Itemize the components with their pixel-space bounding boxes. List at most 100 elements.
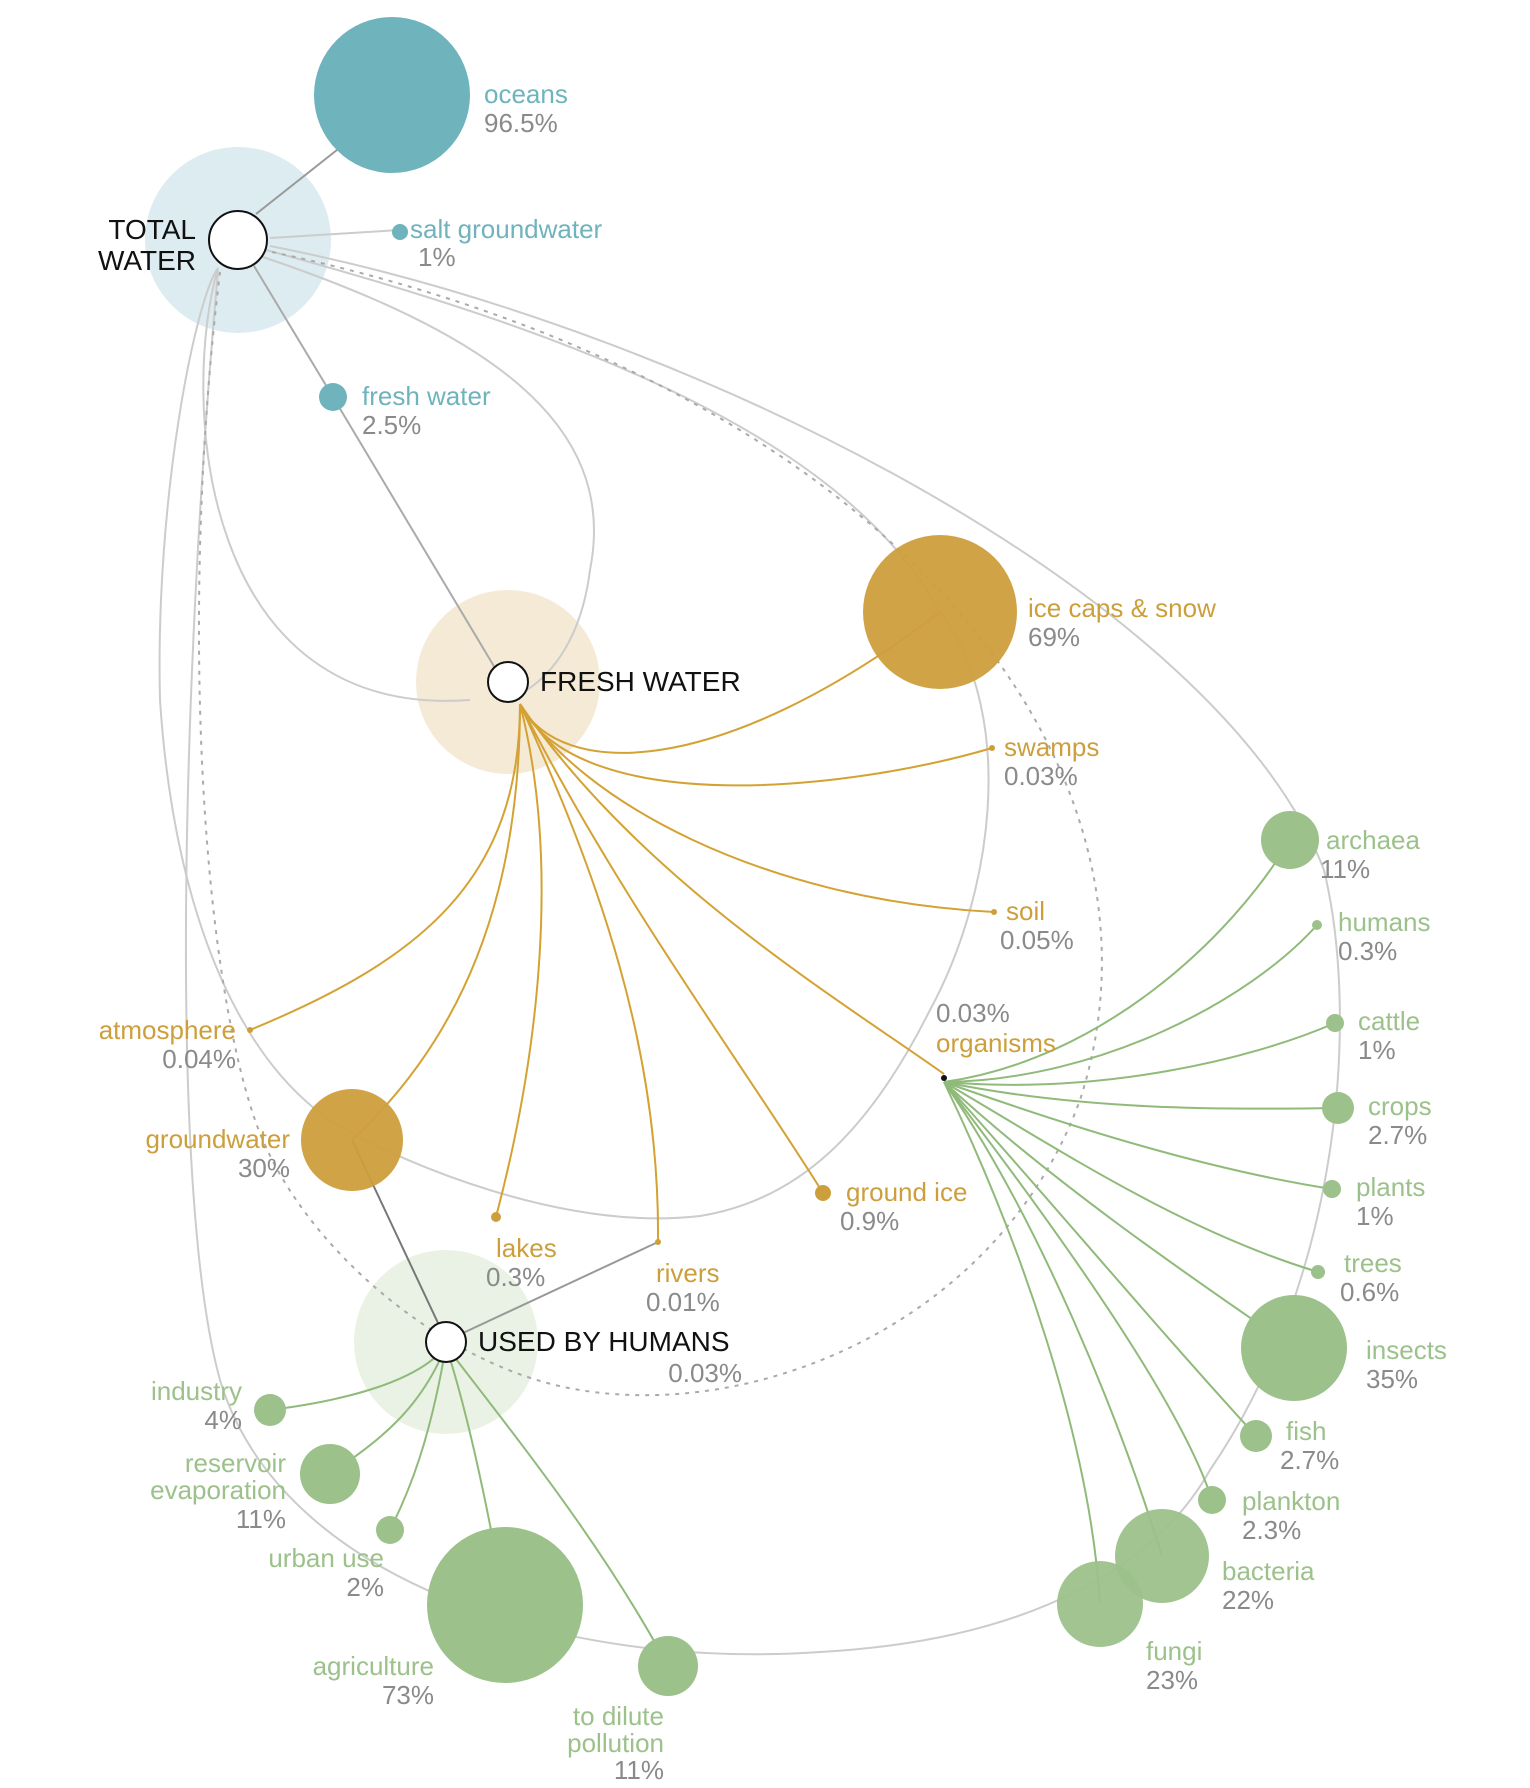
atmosphere-dot[interactable] bbox=[247, 1027, 253, 1033]
archaea-label: archaea bbox=[1326, 825, 1420, 855]
urban-use-bubble[interactable] bbox=[376, 1516, 404, 1544]
plants-bubble[interactable] bbox=[1323, 1180, 1341, 1198]
curve-soil bbox=[519, 703, 995, 913]
agriculture-value: 73% bbox=[382, 1680, 434, 1710]
organisms-value: 0.03% bbox=[936, 998, 1010, 1028]
lakes-dot[interactable] bbox=[491, 1212, 501, 1222]
bacteria-value: 22% bbox=[1222, 1585, 1274, 1615]
plants-value: 1% bbox=[1356, 1201, 1394, 1231]
lakes-value: 0.3% bbox=[486, 1262, 545, 1292]
total-to-fresh-loop-left bbox=[202, 267, 471, 702]
dilute-label-2: pollution bbox=[567, 1728, 664, 1758]
trees-value: 0.6% bbox=[1340, 1277, 1399, 1307]
reservoir-label-1: reservoir bbox=[185, 1448, 286, 1478]
fresh-water-hub[interactable] bbox=[487, 661, 529, 703]
organisms-outer-arc bbox=[184, 245, 1341, 1656]
curve-plants bbox=[943, 1081, 1333, 1190]
organism-curves bbox=[943, 839, 1339, 1605]
urban-use-label: urban use bbox=[268, 1543, 384, 1573]
fresh-water-inner-arc bbox=[158, 267, 990, 1220]
fresh-water-bubble[interactable] bbox=[319, 383, 347, 411]
oceans-bubble[interactable] bbox=[314, 17, 470, 173]
industry-bubble[interactable] bbox=[254, 1394, 286, 1426]
curve-lakes bbox=[495, 703, 543, 1218]
curve-rivers bbox=[519, 703, 660, 1243]
ground-ice-label: ground ice bbox=[846, 1177, 967, 1207]
agriculture-label: agriculture bbox=[313, 1651, 434, 1681]
dilute-value: 11% bbox=[614, 1755, 664, 1785]
insects-label: insects bbox=[1366, 1335, 1447, 1365]
curve-urban bbox=[389, 1345, 447, 1531]
organisms-label: organisms bbox=[936, 1028, 1056, 1058]
used-by-humans-label: USED BY HUMANS bbox=[478, 1326, 730, 1357]
curve-dilute bbox=[445, 1345, 669, 1667]
cattle-label: cattle bbox=[1358, 1006, 1420, 1036]
lakes-label: lakes bbox=[496, 1233, 557, 1263]
fish-value: 2.7% bbox=[1280, 1445, 1339, 1475]
fish-label: fish bbox=[1286, 1416, 1326, 1446]
dilute-pollution-bubble[interactable] bbox=[638, 1636, 698, 1696]
used-by-humans-hub[interactable] bbox=[425, 1321, 467, 1363]
fungi-bubble[interactable] bbox=[1057, 1561, 1143, 1647]
groundwater-bubble[interactable] bbox=[301, 1089, 403, 1191]
archaea-value: 11% bbox=[1320, 854, 1370, 884]
soil-label: soil bbox=[1006, 896, 1045, 926]
curve-cattle bbox=[943, 1022, 1336, 1086]
ice-caps-value: 69% bbox=[1028, 622, 1080, 652]
salt-groundwater-bubble[interactable] bbox=[392, 224, 408, 240]
total-to-fresh-loop-right bbox=[259, 255, 596, 701]
plankton-label: plankton bbox=[1242, 1486, 1340, 1516]
curve-atmosphere bbox=[249, 703, 521, 1031]
trees-bubble[interactable] bbox=[1311, 1265, 1325, 1279]
curve-organisms bbox=[519, 703, 945, 1075]
plankton-bubble[interactable] bbox=[1198, 1486, 1226, 1514]
soil-value: 0.05% bbox=[1000, 925, 1074, 955]
ice-caps-label: ice caps & snow bbox=[1028, 593, 1216, 623]
swamps-label: swamps bbox=[1004, 732, 1099, 762]
curve-plankton bbox=[943, 1081, 1213, 1501]
atmosphere-label: atmosphere bbox=[99, 1015, 236, 1045]
insects-value: 35% bbox=[1366, 1364, 1418, 1394]
curve-humans-org bbox=[943, 924, 1318, 1083]
curve-ground-ice bbox=[519, 703, 824, 1194]
reservoir-bubble[interactable] bbox=[300, 1444, 360, 1504]
bacteria-bubble[interactable] bbox=[1115, 1509, 1209, 1603]
curve-fish bbox=[943, 1081, 1257, 1437]
fungi-label: fungi bbox=[1146, 1636, 1202, 1666]
oceans-link bbox=[255, 145, 343, 215]
fresh-water-hub-link bbox=[332, 396, 496, 669]
oceans-label: oceans bbox=[484, 79, 568, 109]
humans-org-label: humans bbox=[1338, 907, 1431, 937]
reservoir-value: 11% bbox=[236, 1504, 286, 1534]
crops-bubble[interactable] bbox=[1322, 1092, 1354, 1124]
salt-groundwater-value: 1% bbox=[418, 242, 456, 272]
cattle-bubble[interactable] bbox=[1326, 1014, 1344, 1032]
trees-label: trees bbox=[1344, 1248, 1402, 1278]
swamps-dot[interactable] bbox=[989, 745, 995, 751]
humans-org-bubble[interactable] bbox=[1312, 920, 1322, 930]
agriculture-bubble[interactable] bbox=[427, 1527, 583, 1683]
groundwater-value: 30% bbox=[238, 1153, 290, 1183]
salt-groundwater-label: salt groundwater bbox=[410, 214, 603, 244]
ground-ice-value: 0.9% bbox=[840, 1206, 899, 1236]
plants-label: plants bbox=[1356, 1172, 1425, 1202]
rivers-dot[interactable] bbox=[655, 1239, 661, 1245]
bacteria-label: bacteria bbox=[1222, 1556, 1315, 1586]
ice-caps-bubble[interactable] bbox=[863, 535, 1017, 689]
ground-ice-bubble[interactable] bbox=[815, 1185, 831, 1201]
total-water-hub[interactable] bbox=[208, 210, 268, 270]
archaea-bubble[interactable] bbox=[1261, 811, 1319, 869]
fresh-water-curves bbox=[249, 611, 995, 1243]
curve-fungi bbox=[943, 1081, 1101, 1605]
fish-bubble[interactable] bbox=[1240, 1420, 1272, 1452]
used-by-humans-value: 0.03% bbox=[668, 1358, 742, 1388]
organisms-hub[interactable] bbox=[941, 1075, 947, 1081]
groundwater-label: groundwater bbox=[145, 1124, 290, 1154]
fresh-water-label: fresh water bbox=[362, 381, 491, 411]
insects-bubble[interactable] bbox=[1241, 1295, 1347, 1401]
humans-to-rivers-link bbox=[447, 1241, 659, 1341]
curve-crops bbox=[943, 1081, 1339, 1110]
plankton-value: 2.3% bbox=[1242, 1515, 1301, 1545]
soil-dot[interactable] bbox=[991, 909, 997, 915]
